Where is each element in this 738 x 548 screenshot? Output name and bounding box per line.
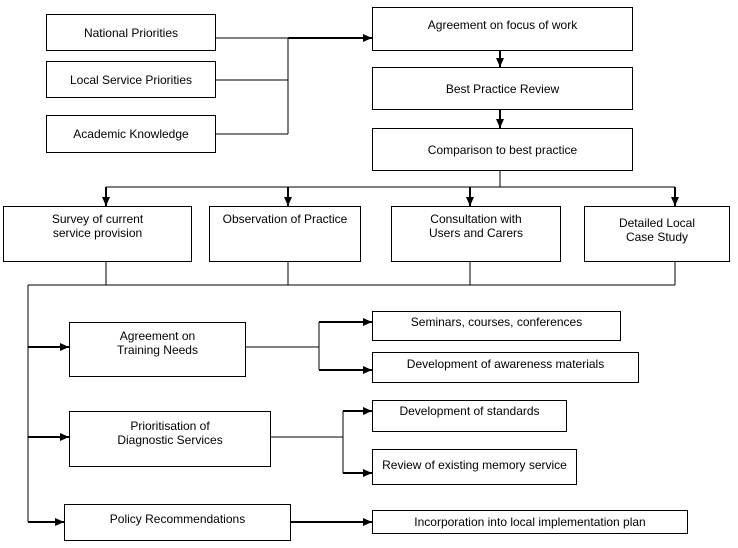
observation-label: Observation of Practice	[222, 212, 348, 226]
prioritisation-label: Prioritisation of Diagnostic Services	[117, 418, 223, 447]
standards-label: Development of standards	[399, 404, 540, 418]
survey-box: Survey of current service provision	[3, 206, 192, 262]
agreement-focus-box: Agreement on focus of work	[372, 7, 633, 51]
comparison-label: Comparison to best practice	[427, 142, 578, 157]
policy-label: Policy Recommendations	[109, 512, 246, 526]
local-plan-label: Incorporation into local implementation …	[414, 515, 646, 529]
observation-box: Observation of Practice	[209, 206, 361, 262]
awareness-box: Development of awareness materials	[372, 352, 639, 383]
survey-label: Survey of current service provision	[51, 212, 144, 240]
best-practice-review-label: Best Practice Review	[445, 81, 560, 96]
national-priorities-label: National Priorities	[83, 25, 179, 40]
local-plan-box: Incorporation into local implementation …	[372, 510, 688, 534]
policy-box: Policy Recommendations	[64, 504, 291, 541]
prioritisation-box: Prioritisation of Diagnostic Services	[69, 411, 271, 467]
seminars-box: Seminars, courses, conferences	[372, 311, 621, 341]
case-study-box: Detailed Local Case Study	[584, 206, 730, 262]
consultation-box: Consultation with Users and Carers	[391, 206, 561, 262]
national-priorities-box: National Priorities	[46, 14, 216, 51]
comparison-box: Comparison to best practice	[372, 128, 633, 171]
best-practice-review-box: Best Practice Review	[372, 67, 633, 110]
memory-service-label: Review of existing memory service	[382, 458, 567, 472]
seminars-label: Seminars, courses, conferences	[410, 315, 583, 329]
standards-box: Development of standards	[372, 400, 567, 432]
case-study-label: Detailed Local Case Study	[618, 216, 696, 244]
local-service-priorities-box: Local Service Priorities	[46, 61, 216, 98]
local-service-priorities-label: Local Service Priorities	[69, 72, 193, 87]
memory-service-box: Review of existing memory service	[372, 449, 577, 485]
academic-knowledge-label: Academic Knowledge	[73, 127, 189, 141]
agreement-focus-label: Agreement on focus of work	[427, 18, 578, 32]
training-needs-box: Agreement on Training Needs	[69, 322, 246, 377]
awareness-label: Development of awareness materials	[406, 356, 605, 371]
training-needs-label: Agreement on Training Needs	[117, 328, 198, 357]
consultation-label: Consultation with Users and Carers	[428, 212, 524, 240]
academic-knowledge-box: Academic Knowledge	[46, 115, 216, 153]
